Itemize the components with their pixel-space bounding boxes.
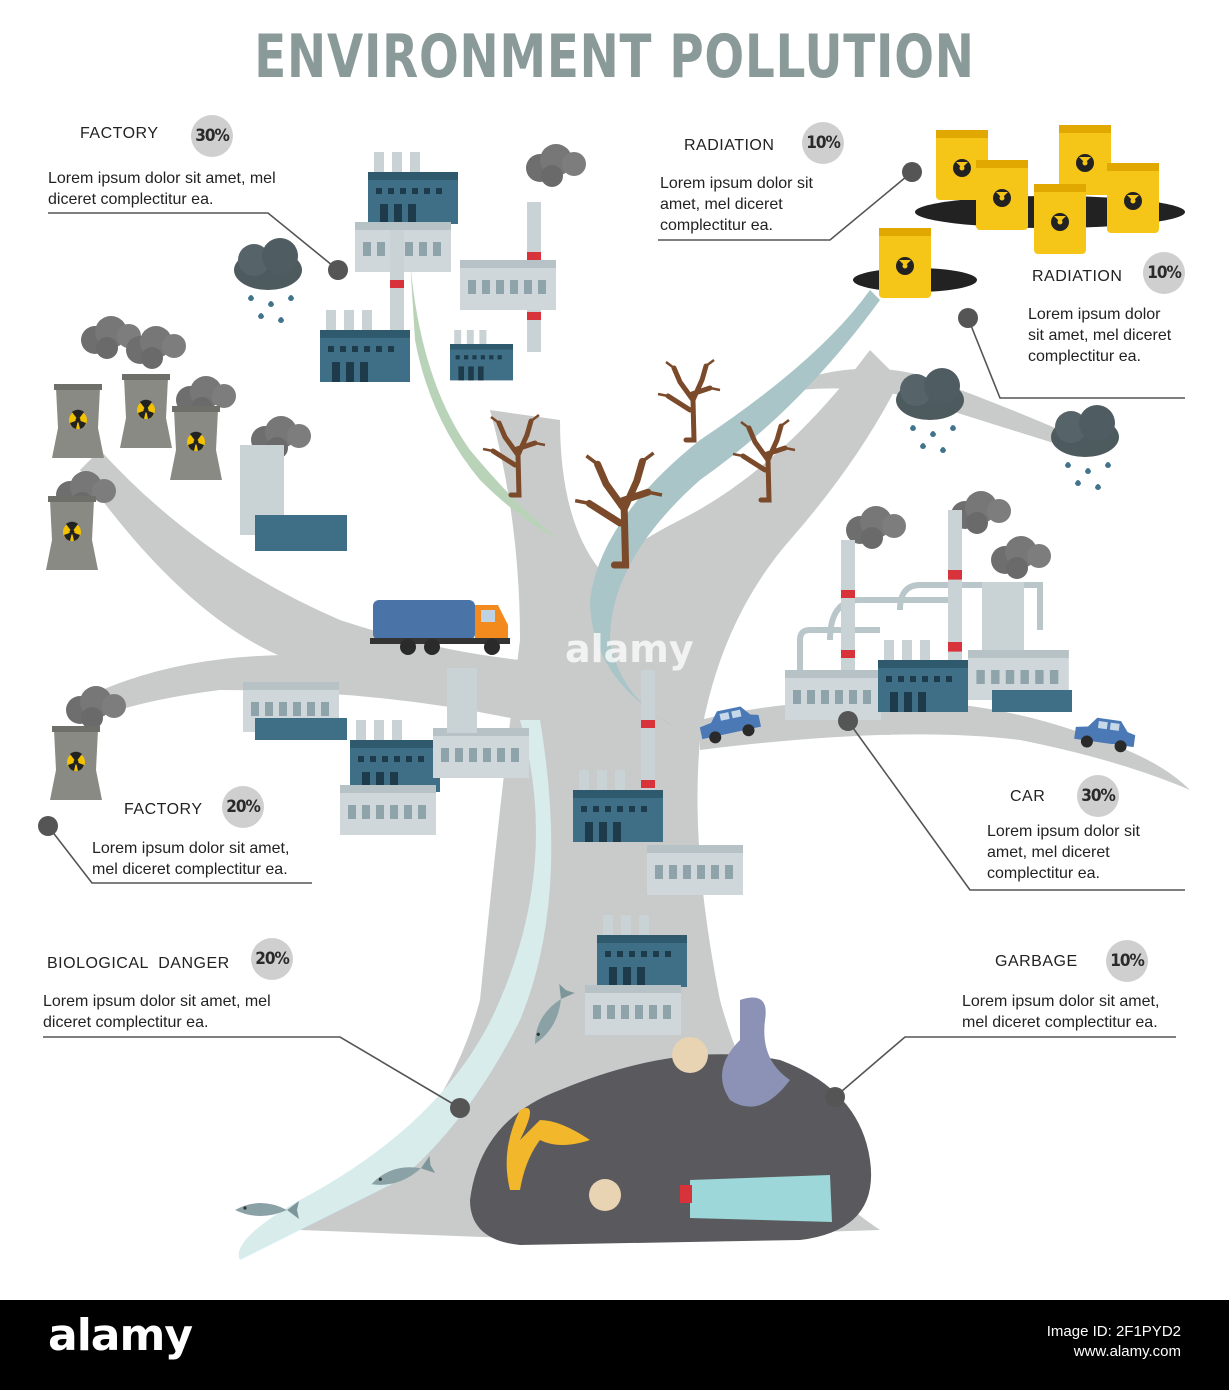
callout-garbage-label: GARBAGE — [995, 953, 1078, 970]
callout-radiation-2-percent: 10% — [1143, 252, 1185, 294]
radiation-barrel-icon — [976, 160, 1028, 230]
nuclear-tower-2 — [120, 374, 172, 448]
factory-mid-4 — [433, 728, 529, 778]
callout-biological-danger-text: Lorem ipsum dolor sit amet, mel diceret … — [43, 993, 271, 1031]
factory-mid-3 — [340, 785, 436, 835]
polluted-river — [238, 720, 552, 1260]
blue-stream — [590, 290, 880, 730]
factory-top-3 — [460, 260, 556, 310]
green-stream — [410, 260, 560, 540]
radiation-barrel-icon — [1107, 163, 1159, 233]
nuclear-tower-1 — [52, 384, 104, 458]
footer-bar — [0, 1300, 1229, 1390]
footer-brand: alamy — [48, 1310, 193, 1361]
page-title: ENVIRONMENT POLLUTION — [254, 22, 975, 92]
callout-factory-label: FACTORY — [80, 125, 159, 142]
footer-image-id-text: Image ID: 2F1PYD2 — [1046, 1323, 1181, 1340]
callout-radiation-percent: 10% — [802, 122, 844, 164]
callout-garbage-text: Lorem ipsum dolor sit amet, mel diceret … — [962, 993, 1160, 1031]
footer-site: www.alamy.com — [1073, 1343, 1181, 1360]
leader-lines — [43, 171, 1185, 1109]
rain-cloud-icon — [1051, 405, 1119, 490]
factory-mid-2 — [350, 720, 440, 792]
smoke-icon — [526, 144, 586, 187]
silo — [447, 668, 477, 733]
factory-block — [255, 515, 347, 551]
callout-radiation-label: RADIATION — [684, 137, 775, 154]
rain-cloud-icon — [896, 368, 964, 453]
garbage-truck — [370, 600, 510, 655]
callout-car-label: CAR — [1010, 788, 1046, 805]
footer-image-id: Image ID: 2F1PYD2 www.alamy.com — [1047, 1322, 1181, 1362]
factory-block — [255, 718, 347, 740]
callout-radiation-2-text: Lorem ipsum dolor sit amet, mel diceret … — [1028, 306, 1172, 365]
factory-top-1 — [368, 152, 458, 224]
refinery — [785, 509, 1072, 720]
nuclear-tower-4 — [46, 496, 98, 570]
nuclear-tower-5 — [50, 726, 102, 800]
callout-radiation-text: Lorem ipsum dolor sit amet, mel diceret … — [660, 175, 813, 234]
leader-dots — [38, 162, 978, 1118]
callout-factory-percent: 30% — [191, 115, 233, 157]
callout-factory-2-label: FACTORY — [124, 801, 203, 818]
callout-factory-2-text: Lorem ipsum dolor sit amet, mel diceret … — [92, 840, 290, 878]
factory-top-5 — [450, 330, 513, 381]
pollution-illustration: alamy — [38, 125, 1190, 1260]
callout-factory-text: Lorem ipsum dolor sit amet, mel diceret … — [48, 170, 276, 208]
callout-biological-danger-percent: 20% — [251, 938, 293, 980]
callout-garbage-percent: 10% — [1106, 940, 1148, 982]
radiation-barrel-icon — [1034, 184, 1086, 254]
smoke-icon — [991, 536, 1051, 579]
dead-tree-3 — [658, 360, 720, 440]
callout-car-percent: 30% — [1077, 775, 1119, 817]
callout-factory-2-percent: 20% — [222, 786, 264, 828]
callout-radiation-2-label: RADIATION — [1032, 268, 1123, 285]
radiation-barrel-icon — [879, 228, 931, 298]
watermark: alamy — [565, 627, 694, 671]
garbage-heap — [470, 997, 872, 1245]
nuclear-tower-3 — [170, 406, 222, 480]
factory-mid-8 — [585, 985, 681, 1035]
factory-mid-6 — [647, 845, 743, 895]
callout-biological-danger-label: BIOLOGICAL DANGER — [47, 955, 230, 972]
rain-cloud-icon — [234, 238, 302, 323]
callout-car-text: Lorem ipsum dolor sit amet, mel diceret … — [987, 823, 1140, 882]
